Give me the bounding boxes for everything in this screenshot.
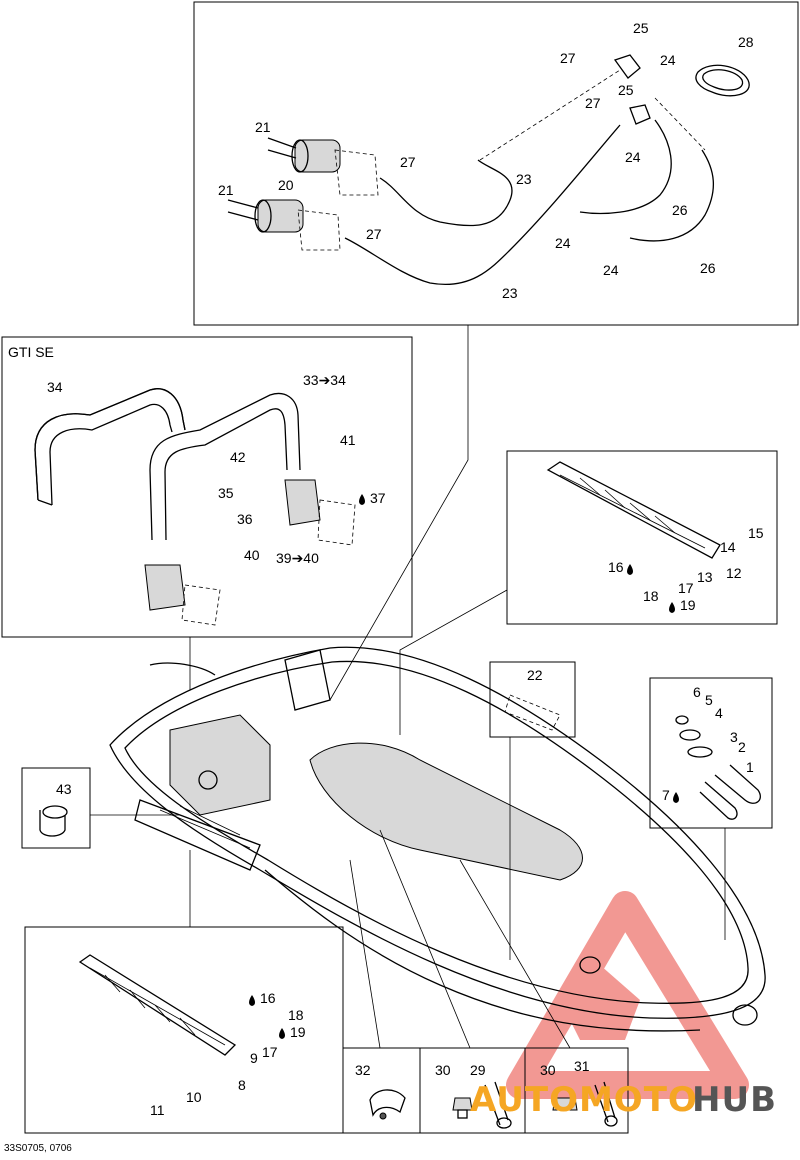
callout-24-c: 24 xyxy=(555,235,571,251)
callout-24-d: 24 xyxy=(603,262,619,278)
callout-16-a: 16 xyxy=(608,559,624,575)
callout-33: 33➔34 xyxy=(303,372,346,388)
callout-23-b: 23 xyxy=(502,285,518,301)
callout-32: 32 xyxy=(355,1062,371,1078)
callout-18-b: 18 xyxy=(288,1007,304,1023)
part-22 xyxy=(504,694,561,731)
callout-27-c: 27 xyxy=(400,154,416,170)
elbow-fittings-25 xyxy=(613,54,651,125)
panel-gti-se-title: GTI SE xyxy=(8,344,54,360)
callout-34: 34 xyxy=(47,379,63,395)
panel-22 xyxy=(489,661,576,738)
callout-27-a: 27 xyxy=(560,50,576,66)
callout-30-b: 30 xyxy=(540,1062,556,1078)
handle-33 xyxy=(149,392,301,541)
callout-24-b: 24 xyxy=(625,149,641,165)
callout-15: 15 xyxy=(748,525,764,541)
callout-7: 7 xyxy=(662,787,670,803)
panel-clamps xyxy=(342,1047,629,1134)
callout-28: 28 xyxy=(738,34,754,50)
callout-13: 13 xyxy=(697,569,713,585)
callout-14: 14 xyxy=(720,539,736,555)
callout-23-a: 23 xyxy=(516,171,532,187)
callout-17-b: 17 xyxy=(262,1044,278,1060)
callout-12: 12 xyxy=(726,565,742,581)
brackets-gti xyxy=(144,479,356,626)
bushing-43 xyxy=(39,805,68,837)
drain-plug-1 xyxy=(675,715,761,820)
callout-30-a: 30 xyxy=(435,1062,451,1078)
leader-lines xyxy=(90,325,726,1049)
callout-5: 5 xyxy=(705,692,713,708)
callout-11: 11 xyxy=(150,1102,165,1118)
hose-23 xyxy=(344,124,621,285)
callout-27-b: 27 xyxy=(585,95,601,111)
callout-35: 35 xyxy=(218,485,234,501)
callout-20: 20 xyxy=(278,177,294,193)
callout-26-a: 26 xyxy=(672,202,688,218)
callout-42: 42 xyxy=(230,449,246,465)
callout-25-a: 25 xyxy=(633,20,649,36)
callout-19-b: 19 xyxy=(290,1024,306,1040)
diagram-code: 33S0705, 0706 xyxy=(4,1143,72,1154)
oil-drop-icons xyxy=(249,494,679,1039)
callout-4: 4 xyxy=(715,705,723,721)
callout-3: 3 xyxy=(730,729,738,745)
watercraft-hull xyxy=(109,646,766,1032)
callout-29: 29 xyxy=(470,1062,486,1078)
callout-31: 31 xyxy=(574,1058,590,1074)
callout-41: 41 xyxy=(340,432,356,448)
callout-26-b: 26 xyxy=(700,260,716,276)
panel-43 xyxy=(21,767,91,849)
callout-6: 6 xyxy=(693,684,701,700)
callout-21-a: 21 xyxy=(255,119,271,135)
panel-step-rail-8 xyxy=(24,926,344,1134)
step-rail-12 xyxy=(546,461,721,559)
panel-step-rail xyxy=(506,450,778,625)
panel-drain-plug xyxy=(649,677,773,829)
callout-22: 22 xyxy=(527,667,543,683)
tie-29 xyxy=(484,1081,512,1129)
panel-top-hoses xyxy=(193,1,799,326)
callouts: 1 2 3 4 5 6 7 8 9 10 11 12 13 14 15 16 1… xyxy=(47,20,764,1118)
callout-37: 37 xyxy=(370,490,386,506)
centerline-b xyxy=(654,97,706,151)
hose-26 xyxy=(579,119,715,242)
handle-34 xyxy=(34,388,186,506)
callout-27-d: 27 xyxy=(366,226,382,242)
centerline-a xyxy=(479,69,621,161)
callout-2: 2 xyxy=(738,739,746,755)
callout-16-b: 16 xyxy=(260,990,276,1006)
callout-10: 10 xyxy=(186,1089,202,1105)
wordmark-auto: AUTOMOTO xyxy=(470,1080,698,1120)
callout-40: 40 xyxy=(244,547,260,563)
wordmark-hub: HUB xyxy=(692,1080,777,1120)
callout-21-b: 21 xyxy=(218,182,234,198)
step-rail-8 xyxy=(78,954,237,1056)
callout-25-b: 25 xyxy=(618,82,634,98)
fuel-pumps-group xyxy=(227,137,379,251)
callout-18-a: 18 xyxy=(643,588,659,604)
rivet-30-a xyxy=(452,1097,473,1119)
watermark-wordmark: AUTOMOTO HUB xyxy=(470,1080,800,1120)
callout-19-a: 19 xyxy=(680,597,696,613)
callout-43: 43 xyxy=(56,781,72,797)
callout-8: 8 xyxy=(238,1077,246,1093)
panel-gti-se xyxy=(1,336,413,638)
rivet-30-b xyxy=(552,1097,578,1111)
callout-17-a: 17 xyxy=(678,580,694,596)
callout-9: 9 xyxy=(250,1050,258,1066)
cap-28 xyxy=(695,64,750,97)
callout-1: 1 xyxy=(746,759,754,775)
callout-36: 36 xyxy=(237,511,253,527)
callout-39: 39➔40 xyxy=(276,550,319,566)
clamp-32 xyxy=(369,1089,406,1120)
callout-24-a: 24 xyxy=(660,52,676,68)
tie-31 xyxy=(594,1081,618,1127)
